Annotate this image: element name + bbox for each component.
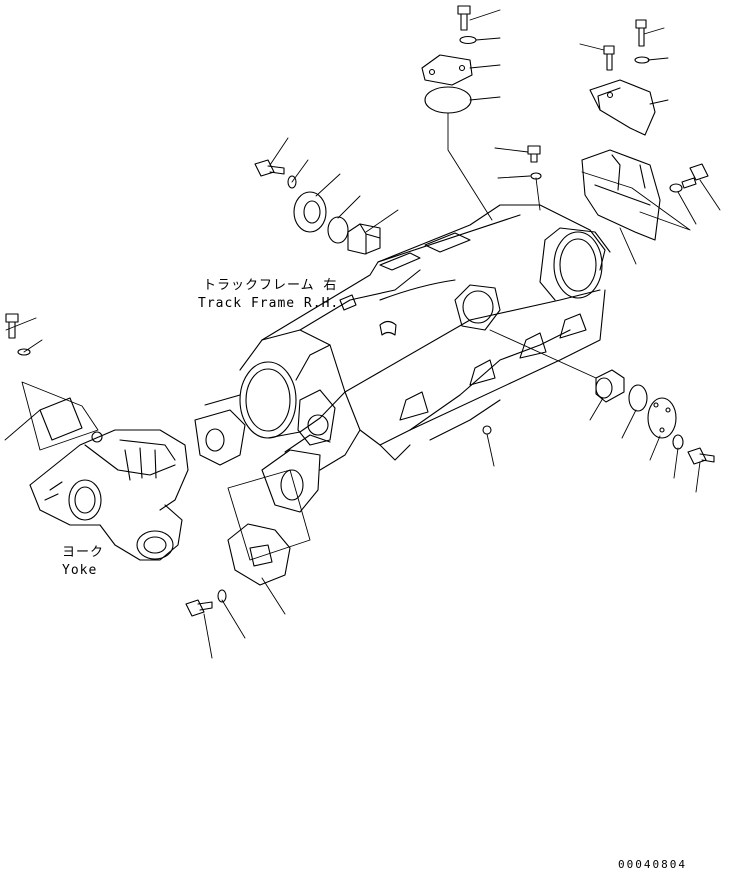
bolt-right-top (635, 19, 647, 47)
plug-block-left (347, 223, 381, 255)
o-ring-right (628, 384, 648, 412)
bolt-right-lower (687, 447, 715, 465)
flange-cover-right (647, 397, 677, 439)
washer-left-upper (287, 175, 297, 189)
bolt-top (457, 5, 471, 31)
figure-id: 00040804 (618, 858, 687, 871)
washer-right-lower (672, 434, 684, 450)
bracket-plate-right (581, 149, 661, 241)
callout-leaders (5, 9, 721, 659)
washer-left (17, 348, 31, 356)
guard-plate-bottom (227, 523, 291, 586)
bolt-center-top (527, 145, 541, 163)
yoke-label-jp: ヨーク (62, 545, 105, 560)
washer-right-top (634, 56, 650, 64)
washer-top (459, 35, 477, 45)
bolt-left (5, 313, 19, 339)
bolt-left-upper (254, 159, 285, 177)
washer-bottom (217, 589, 227, 603)
track-frame (194, 204, 611, 513)
bolt-right-side (681, 163, 709, 189)
o-ring-left (327, 216, 349, 244)
track-frame-label-en: Track Frame R.H. (198, 296, 340, 311)
gasket-top (424, 86, 472, 114)
assembly-lines (4, 112, 691, 561)
bolt-small-right (603, 45, 615, 71)
washer-right-side (669, 183, 683, 193)
track-frame-label-jp: トラックフレーム 右 (203, 278, 338, 293)
bolt-bottom (185, 599, 213, 617)
yoke-label-en: Yoke (62, 563, 98, 578)
cover-plate-top (421, 54, 473, 86)
plug-cylinder-right (595, 369, 625, 403)
yoke (29, 397, 189, 561)
bracket-upper-right (589, 79, 656, 136)
flange-cover-left (293, 191, 327, 233)
